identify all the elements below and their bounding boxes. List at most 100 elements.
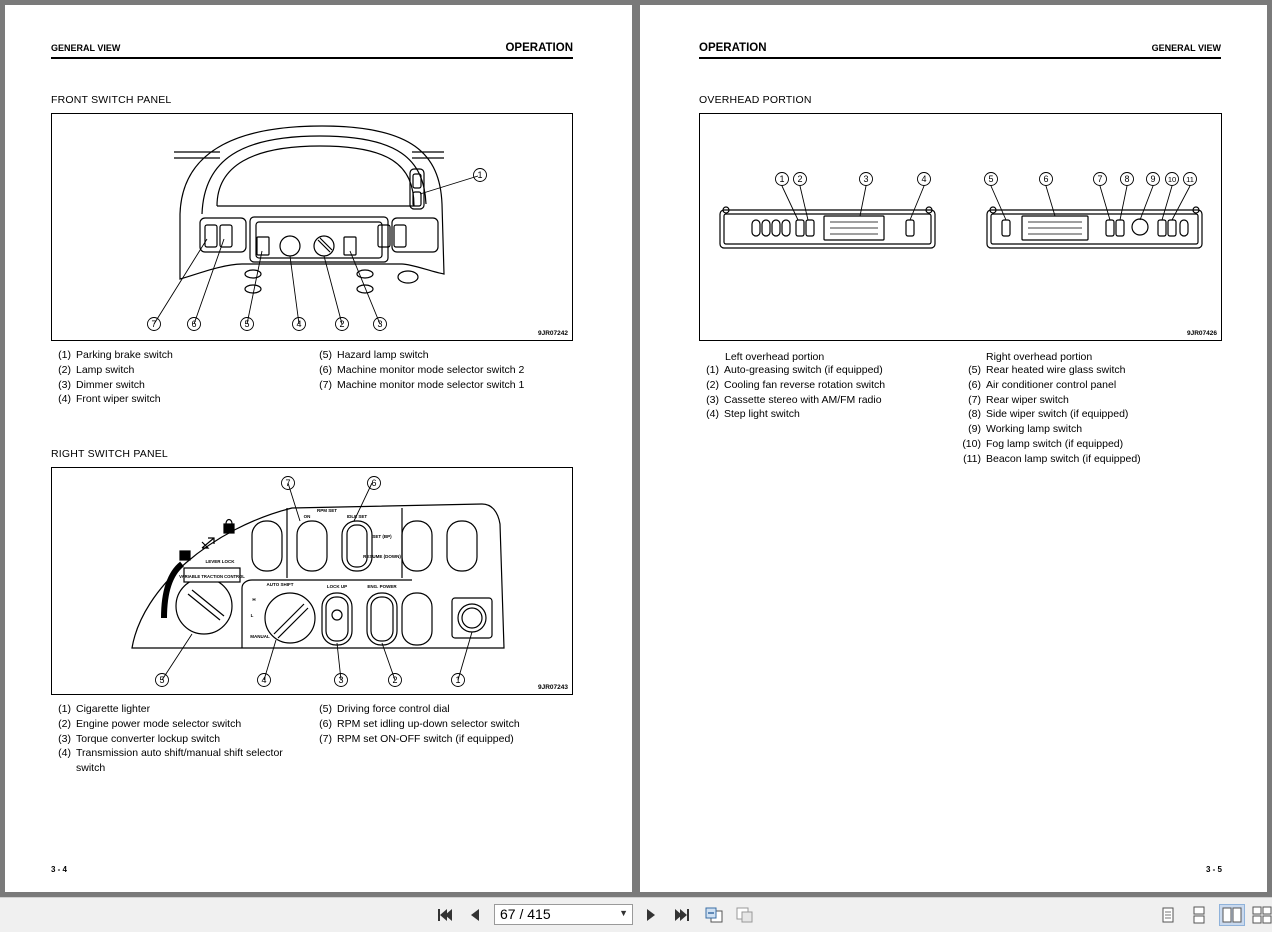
two-page-view-button[interactable] xyxy=(1219,904,1245,926)
next-page-icon xyxy=(647,909,655,921)
h-label: H xyxy=(252,597,255,602)
single-page-view-button[interactable] xyxy=(1157,904,1179,926)
svg-text:7: 7 xyxy=(151,319,156,329)
previous-page-button[interactable] xyxy=(464,904,486,926)
svg-text:4: 4 xyxy=(921,174,926,184)
overhead-portion-title: OVERHEAD PORTION xyxy=(699,94,812,106)
legend-item: (4)Front wiper switch xyxy=(58,393,161,406)
legend-item: (3)Cassette stereo with AM/FM radio xyxy=(706,393,882,406)
continuous-view-button[interactable] xyxy=(1188,904,1210,926)
two-page-continuous-icon xyxy=(1252,906,1272,924)
svg-text:8: 8 xyxy=(1124,174,1129,184)
svg-text:1: 1 xyxy=(477,170,482,180)
go-forward-view-button[interactable] xyxy=(734,904,756,926)
legend-item: (6)Machine monitor mode selector switch … xyxy=(319,363,525,376)
header-operation: OPERATION xyxy=(699,42,767,54)
svg-text:3: 3 xyxy=(338,675,343,685)
svg-text:1: 1 xyxy=(779,174,784,184)
lock-up-label: LOCK UP xyxy=(327,584,347,589)
right-overhead-title: Right overhead portion xyxy=(986,351,1093,363)
page-number: 3 - 4 xyxy=(51,865,68,874)
rpm-set-label: RPM SET xyxy=(317,508,337,513)
svg-text:4: 4 xyxy=(261,675,266,685)
on-label: ON xyxy=(304,514,311,519)
right-document-page: OPERATION GENERAL VIEW OVERHEAD PORTION xyxy=(640,5,1267,892)
right-switch-panel-title: RIGHT SWITCH PANEL xyxy=(51,448,168,460)
l-label: L xyxy=(251,613,254,618)
front-legend-right: (5)Hazard lamp switch (6)Machine monitor… xyxy=(312,348,582,392)
manual-label: MANUAL xyxy=(250,634,270,639)
page-indicator: 67 / 415 xyxy=(500,906,551,922)
legend-item: (11)Beacon lamp switch (if equipped) xyxy=(963,452,1141,465)
header-general-view: GENERAL VIEW xyxy=(51,43,121,53)
resume-label: RESUME (DOWN) xyxy=(363,554,401,559)
svg-text:10: 10 xyxy=(1168,175,1176,184)
first-page-button[interactable] xyxy=(434,904,456,926)
front-switch-panel-figure: 7 6 5 4 2 3 1 9JR07242 xyxy=(51,113,573,341)
legend-item: (7)Machine monitor mode selector switch … xyxy=(319,378,525,391)
left-overhead-title: Left overhead portion xyxy=(725,351,825,363)
legend-item: (5)Driving force control dial xyxy=(319,703,450,715)
svg-text:3: 3 xyxy=(377,319,382,329)
single-page-icon xyxy=(1162,907,1174,923)
two-page-continuous-view-button[interactable] xyxy=(1251,904,1272,926)
svg-text:2: 2 xyxy=(797,174,802,184)
legend-item: (1)Cigarette lighter xyxy=(58,703,151,715)
chevron-down-icon: ▼ xyxy=(619,908,628,918)
eng-power-label: ENG. POWER xyxy=(367,584,397,589)
legend-item: (2)Cooling fan reverse rotation switch xyxy=(706,378,886,391)
svg-text:7: 7 xyxy=(1097,174,1102,184)
legend-item: (7)RPM set ON-OFF switch (if equipped) xyxy=(319,732,514,745)
svg-text:5: 5 xyxy=(159,675,164,685)
svg-text:7: 7 xyxy=(285,478,290,488)
svg-text:2: 2 xyxy=(392,675,397,685)
legend-item: (10)Fog lamp switch (if equipped) xyxy=(962,437,1124,450)
figure-code: 9JR07426 xyxy=(1187,330,1217,337)
legend-item: (1)Parking brake switch xyxy=(58,349,173,361)
header-rule xyxy=(51,57,573,59)
svg-text:6: 6 xyxy=(191,319,196,329)
left-document-page: GENERAL VIEW OPERATION FRONT SWITCH PANE… xyxy=(5,5,632,892)
legend-item: (6)Air conditioner control panel xyxy=(968,378,1117,391)
figure-code: 9JR07242 xyxy=(538,330,568,337)
viewer-toolbar: 67 / 415 ▼ xyxy=(0,897,1272,932)
header-operation: OPERATION xyxy=(505,42,573,54)
svg-text:6: 6 xyxy=(371,478,376,488)
overhead-legend-left: (1)Auto-greasing switch (if equipped) (2… xyxy=(699,363,949,422)
go-back-view-icon xyxy=(705,907,723,923)
auto-shift-label: AUTO SHIFT xyxy=(267,582,294,587)
continuous-page-icon xyxy=(1193,906,1205,924)
legend-item: (2)Engine power mode selector switch xyxy=(58,717,242,730)
svg-text:5: 5 xyxy=(988,174,993,184)
legend-item: (3)Dimmer switch xyxy=(58,378,145,391)
header-general-view: GENERAL VIEW xyxy=(1151,43,1221,53)
legend-item: (8)Side wiper switch (if equipped) xyxy=(968,408,1129,421)
lever-lock-label: LEVER LOCK xyxy=(205,559,235,564)
legend-item: (7)Rear wiper switch xyxy=(968,393,1069,406)
front-legend-left: (1)Parking brake switch (2)Lamp switch (… xyxy=(51,348,311,407)
first-page-icon xyxy=(438,909,452,921)
right-panel-legend-left: (1)Cigarette lighter (2)Engine power mod… xyxy=(51,702,296,776)
svg-text:5: 5 xyxy=(244,319,249,329)
overhead-legend-right: (5)Rear heated wire glass switch (6)Air … xyxy=(956,363,1226,467)
svg-text:4: 4 xyxy=(296,319,301,329)
legend-item: (5)Rear heated wire glass switch xyxy=(968,364,1126,376)
page-number-field[interactable]: 67 / 415 ▼ xyxy=(494,904,633,925)
go-back-view-button[interactable] xyxy=(703,904,725,926)
legend-item: (5)Hazard lamp switch xyxy=(319,349,429,361)
front-switch-panel-title: FRONT SWITCH PANEL xyxy=(51,94,172,106)
legend-item: (2)Lamp switch xyxy=(58,363,135,376)
last-page-icon xyxy=(675,909,689,921)
page-number: 3 - 5 xyxy=(1206,865,1223,874)
legend-item: (4)Step light switch xyxy=(706,408,800,421)
svg-text:6: 6 xyxy=(1043,174,1048,184)
last-page-button[interactable] xyxy=(671,904,693,926)
traction-label: VARIABLE TRACTION CONTROL xyxy=(179,574,245,579)
right-panel-legend-right: (5)Driving force control dial (6)RPM set… xyxy=(312,702,582,746)
set-bp-label: SET (BP) xyxy=(372,534,392,539)
svg-text:2: 2 xyxy=(339,319,344,329)
next-page-button[interactable] xyxy=(640,904,662,926)
svg-text:1: 1 xyxy=(455,675,460,685)
